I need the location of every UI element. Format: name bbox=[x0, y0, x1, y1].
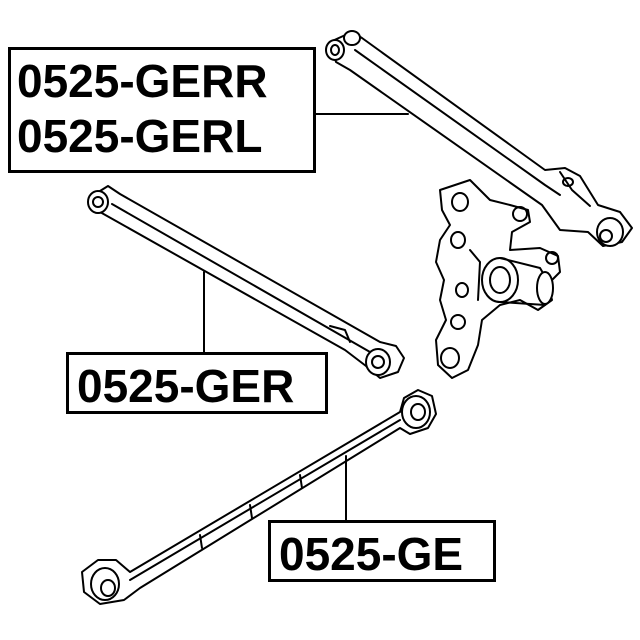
leader-lines bbox=[203, 113, 409, 521]
part-number-upper-arm-box: 0525-GERR 0525-GERL bbox=[8, 47, 316, 173]
upper-trailing-arm bbox=[325, 30, 633, 247]
middle-control-rod bbox=[87, 185, 405, 379]
lower-control-arm bbox=[81, 389, 437, 605]
part-number-ge: 0525-GE bbox=[268, 520, 496, 582]
part-number-gerl: 0525-GERL bbox=[17, 110, 263, 162]
part-number-ger: 0525-GER bbox=[66, 352, 328, 414]
knuckle-hub bbox=[435, 179, 561, 379]
part-number-gerr: 0525-GERR bbox=[17, 55, 268, 107]
